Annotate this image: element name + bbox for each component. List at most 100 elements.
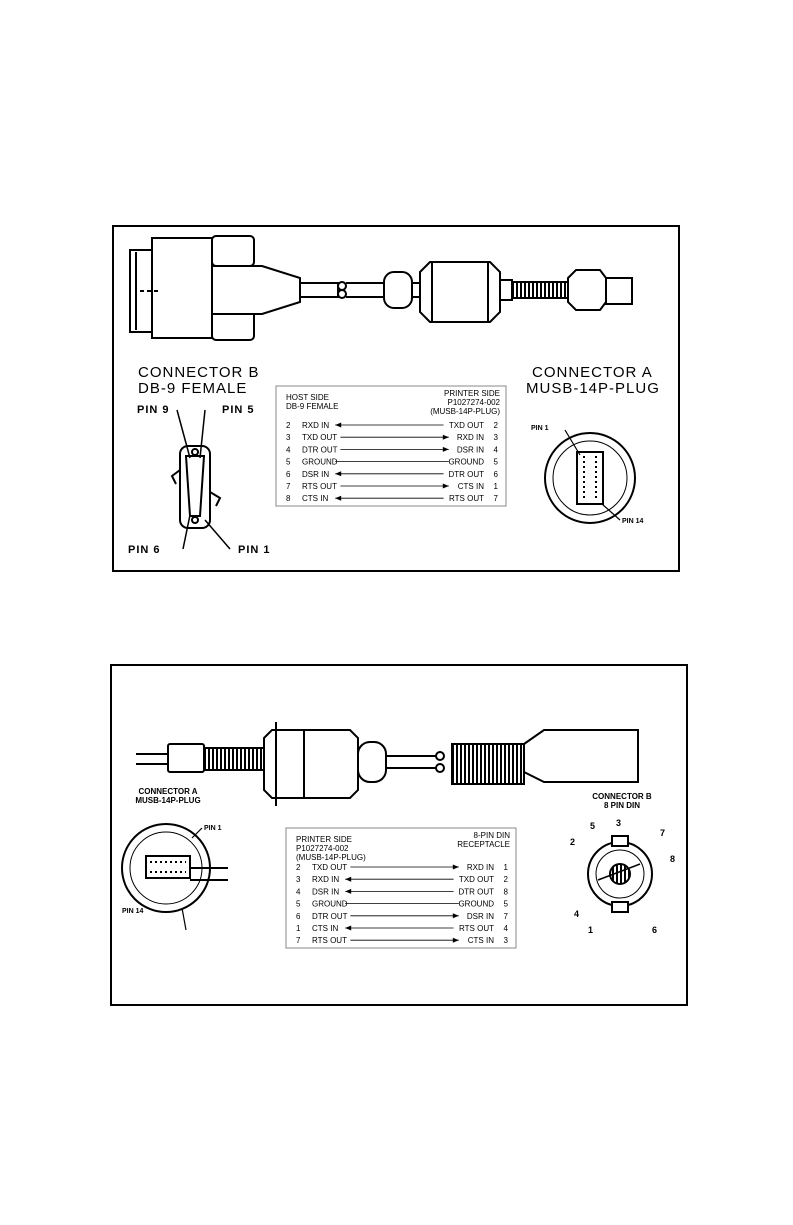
wiring2-left-header: P1027274-002 (296, 844, 349, 853)
pin5-label: PIN 5 (222, 404, 255, 416)
left-pin: 2 (296, 863, 301, 872)
left-signal: DTR OUT (312, 912, 348, 921)
left-pin: 1 (296, 924, 301, 933)
arrow-right-icon (442, 483, 449, 489)
right-pin: 8 (504, 887, 509, 896)
wiring1-row: 4 DTR OUT DSR IN 4 (286, 445, 499, 454)
left-signal: GROUND (302, 458, 338, 467)
left-signal: TXD OUT (302, 433, 337, 442)
right-pin: 5 (504, 900, 509, 909)
arrow-left-icon (345, 925, 352, 931)
cable-2 (136, 722, 639, 806)
arrow-left-icon (335, 422, 342, 428)
din-pin-4: 4 (574, 909, 579, 919)
db9-connector-body (129, 235, 301, 341)
left-pin: 6 (286, 470, 291, 479)
a-pin1-label: PIN 1 (531, 425, 549, 432)
right-signal: DSR IN (467, 912, 494, 921)
connector-b-title-2: CONNECTOR B (592, 792, 652, 801)
connector-b-title: CONNECTOR B (138, 364, 260, 381)
left-pin: 8 (286, 494, 291, 503)
right-pin: 7 (494, 494, 499, 503)
arrow-left-icon (335, 471, 342, 477)
connector-b-subtitle: DB-9 FEMALE (138, 380, 247, 397)
left-signal: DTR OUT (302, 445, 338, 454)
left-signal: CTS IN (302, 494, 328, 503)
din-face-icon (587, 835, 653, 913)
left-signal: CTS IN (312, 924, 338, 933)
a2-pin14-label: PIN 14 (122, 908, 144, 915)
right-signal: DTR OUT (458, 887, 494, 896)
arrow-left-icon (345, 888, 352, 894)
left-pin: 5 (296, 900, 301, 909)
wiring2-row: 6 DTR OUT DSR IN 7 (296, 912, 509, 921)
left-pin: 4 (296, 887, 301, 896)
din-pin-7: 7 (660, 828, 665, 838)
left-pin: 2 (286, 421, 291, 430)
right-signal: CTS IN (458, 482, 484, 491)
left-pin: 4 (286, 445, 291, 454)
connector-b-subtitle-2: 8 PIN DIN (604, 801, 640, 810)
right-pin: 3 (504, 936, 509, 945)
left-signal: RXD IN (302, 421, 329, 430)
din-pin-2: 2 (570, 837, 575, 847)
right-pin: 7 (504, 912, 509, 921)
left-signal: DSR IN (302, 470, 329, 479)
wiring2-right-header: 8-PIN DIN (474, 831, 511, 840)
right-signal: TXD OUT (459, 875, 494, 884)
arrow-right-icon (452, 864, 459, 870)
connector-a-subtitle-2: MUSB-14P-PLUG (135, 796, 200, 805)
wiring1-right-header: PRINTER SIDE (444, 389, 500, 398)
pin1-label: PIN 1 (238, 544, 271, 556)
wiring1-right-header: (MUSB-14P-PLUG) (430, 407, 500, 416)
left-pin: 7 (286, 482, 291, 491)
left-signal: DSR IN (312, 887, 339, 896)
right-signal: CTS IN (468, 936, 494, 945)
musb-face-icon-2 (121, 823, 228, 931)
wiring1-row: 2 RXD IN TXD OUT 2 (286, 421, 499, 430)
arrow-right-icon (442, 434, 449, 440)
left-pin: 7 (296, 936, 301, 945)
musb-connector-body (419, 261, 633, 323)
right-signal: RTS OUT (449, 494, 484, 503)
db9-face-icon (170, 409, 231, 550)
wiring2-left-header: PRINTER SIDE (296, 835, 352, 844)
left-signal: RTS OUT (312, 936, 347, 945)
right-pin: 5 (494, 458, 499, 467)
right-signal: GROUND (448, 458, 484, 467)
right-pin: 3 (494, 433, 499, 442)
a2-pin1-label: PIN 1 (204, 825, 222, 832)
pin9-label: PIN 9 (137, 404, 170, 416)
right-pin: 4 (494, 445, 499, 454)
arrow-left-icon (345, 876, 352, 882)
cable-1 (299, 271, 420, 309)
left-pin: 5 (286, 458, 291, 467)
wiring1-right-header: P1027274-002 (448, 398, 501, 407)
wiring2-row: 7 RTS OUT CTS IN 3 (296, 936, 509, 945)
right-pin: 2 (504, 875, 509, 884)
din-pin-1: 1 (588, 925, 593, 935)
connector-a-subtitle: MUSB-14P-PLUG (526, 380, 660, 397)
din-pin-8: 8 (670, 854, 675, 864)
right-pin: 2 (494, 421, 499, 430)
right-pin: 1 (504, 863, 509, 872)
right-signal: DSR IN (457, 445, 484, 454)
din-pin-3: 3 (616, 818, 621, 828)
wiring2-right-header: RECEPTACLE (457, 840, 510, 849)
wiring1-left-header: DB-9 FEMALE (286, 402, 338, 411)
left-pin: 6 (296, 912, 301, 921)
left-signal: RTS OUT (302, 482, 337, 491)
right-signal: TXD OUT (449, 421, 484, 430)
wiring1-left-header: HOST SIDE (286, 393, 329, 402)
musb-face-icon-1 (544, 429, 636, 524)
right-pin: 1 (494, 482, 499, 491)
right-signal: RTS OUT (459, 924, 494, 933)
left-pin: 3 (296, 875, 301, 884)
arrow-right-icon (452, 913, 459, 919)
